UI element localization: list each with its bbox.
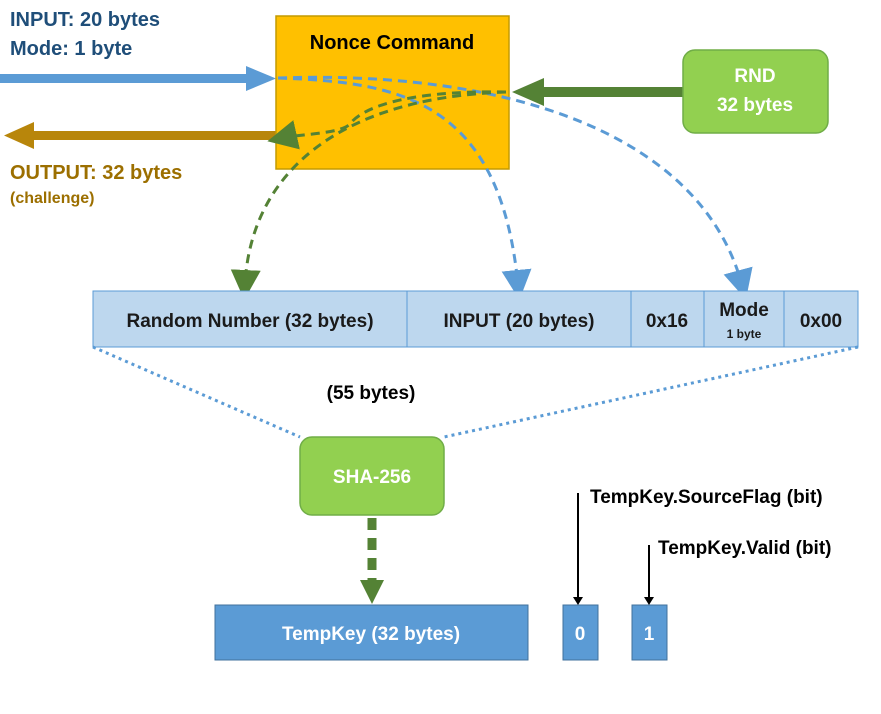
- input-label: INPUT: 20 bytes Mode: 1 byte: [10, 6, 160, 64]
- source-flag-value: 0: [575, 624, 586, 645]
- source-flag-pointer: [573, 493, 583, 605]
- hash-buffer: Random Number (32 bytes) INPUT (20 bytes…: [92, 290, 859, 348]
- input-field-text: INPUT (20 bytes): [444, 311, 595, 332]
- input-arrow: [0, 66, 276, 91]
- output-arrow: [4, 122, 276, 149]
- sha-to-tempkey-arrow: [360, 518, 384, 604]
- mode-to-buffer-connector: [277, 75, 753, 300]
- valid-flag-value: 1: [644, 624, 655, 645]
- valid-flag-pointer: [644, 545, 654, 605]
- input-size-text: INPUT: 20 bytes: [10, 9, 161, 31]
- mode-size-text: Mode: 1 byte: [10, 38, 133, 60]
- output-size-text: OUTPUT: 32 bytes: [10, 162, 183, 184]
- opcode-text: 0x16: [646, 311, 688, 332]
- sha256-box: [299, 436, 445, 516]
- input-to-buffer-connector: [277, 76, 532, 300]
- buffer-field-random-number: [92, 290, 408, 348]
- buffer-field-zero: [783, 290, 859, 348]
- rnd-arrow: [512, 78, 685, 106]
- buffer-size-text: (55 bytes): [327, 383, 416, 404]
- valid-flag-label: TempKey.Valid (bit): [658, 538, 832, 559]
- mode-size-text: 1 byte: [727, 327, 762, 341]
- tempkey-box: [214, 604, 529, 661]
- random-number-text: Random Number (32 bytes): [126, 311, 373, 332]
- rnd-size: 32 bytes: [717, 95, 793, 116]
- valid-flag-box: [631, 604, 668, 661]
- nonce-command-title: Nonce Command: [310, 32, 474, 54]
- funnel-right-line: [443, 345, 859, 439]
- rnd-title: RND: [734, 66, 775, 87]
- tempkey-text: TempKey (32 bytes): [282, 624, 460, 645]
- buffer-field-mode: [703, 290, 785, 348]
- sha256-text: SHA-256: [333, 467, 411, 488]
- mode-text: Mode: [719, 300, 769, 321]
- rnd-to-output-connector: [267, 90, 507, 150]
- funnel-left-line: [92, 345, 301, 439]
- rnd-box: [682, 49, 829, 134]
- zero-text: 0x00: [800, 311, 842, 332]
- buffer-field-opcode: [630, 290, 705, 348]
- challenge-text: (challenge): [10, 190, 95, 207]
- source-flag-box: [562, 604, 599, 661]
- source-flag-label: TempKey.SourceFlag (bit): [590, 487, 823, 508]
- output-label: OUTPUT: 32 bytes (challenge): [10, 160, 182, 212]
- rnd-to-buffer-connector: [230, 90, 507, 300]
